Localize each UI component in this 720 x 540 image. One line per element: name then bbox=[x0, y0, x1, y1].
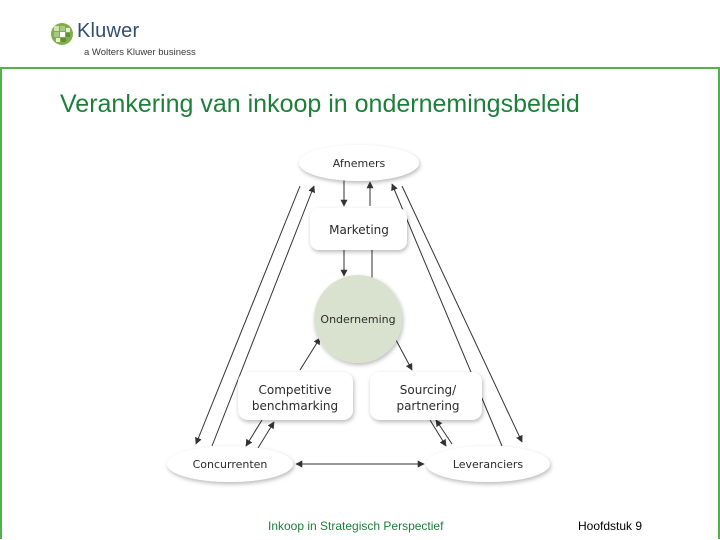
node-sourcing-partnering: Sourcing/ partnering bbox=[370, 372, 482, 420]
node-sourcing-label-line1: Sourcing/ bbox=[400, 383, 457, 397]
footer-book-title: Inkoop in Strategisch Perspectief bbox=[268, 519, 444, 533]
arrow-leveranciers-sourcing bbox=[435, 419, 453, 445]
arrow-sourcing-leveranciers bbox=[429, 419, 447, 447]
node-concurrenten: Concurrenten bbox=[167, 446, 293, 482]
arrow-concurrenten-competitive bbox=[257, 421, 275, 449]
logo: Kluwer a Wolters Kluwer business bbox=[50, 20, 250, 64]
node-marketing: Marketing bbox=[310, 208, 407, 250]
node-competitive-benchmarking: Competitive benchmarking bbox=[238, 372, 353, 420]
arrow-leveranciers-afnemers bbox=[391, 183, 503, 447]
node-onderneming: Onderneming bbox=[314, 275, 402, 363]
slide-frame bbox=[0, 67, 720, 539]
footer-chapter: Hoofdstuk 9 bbox=[578, 519, 643, 533]
arrow-afnemers-leveranciers bbox=[401, 185, 523, 443]
logo-brand: Kluwer bbox=[77, 20, 140, 42]
arrow-competitive-concurrenten bbox=[245, 419, 263, 447]
node-afnemers-label: Afnemers bbox=[333, 157, 386, 170]
node-afnemers: Afnemers bbox=[299, 145, 419, 181]
logo-tagline: a Wolters Kluwer business bbox=[84, 47, 196, 58]
node-competitive-label-line2: benchmarking bbox=[252, 399, 338, 413]
node-onderneming-label: Onderneming bbox=[320, 313, 395, 326]
connector-group bbox=[195, 180, 523, 468]
slide-title: Verankering van inkoop in ondernemingsbe… bbox=[60, 90, 580, 118]
node-competitive-label-line1: Competitive bbox=[259, 383, 332, 397]
arrow-afnemers-concurrenten bbox=[195, 185, 301, 445]
node-sourcing-label-line2: partnering bbox=[396, 399, 459, 413]
globe-logo-icon bbox=[51, 23, 73, 45]
node-leveranciers: Leveranciers bbox=[426, 446, 550, 482]
node-concurrenten-label: Concurrenten bbox=[193, 458, 268, 471]
node-leveranciers-label: Leveranciers bbox=[453, 458, 524, 471]
arrow-concurrenten-afnemers bbox=[211, 185, 315, 447]
node-marketing-label: Marketing bbox=[329, 223, 389, 237]
arrow-onderneming-sourcing bbox=[395, 339, 413, 371]
arrow-competitive-onderneming bbox=[299, 337, 321, 371]
